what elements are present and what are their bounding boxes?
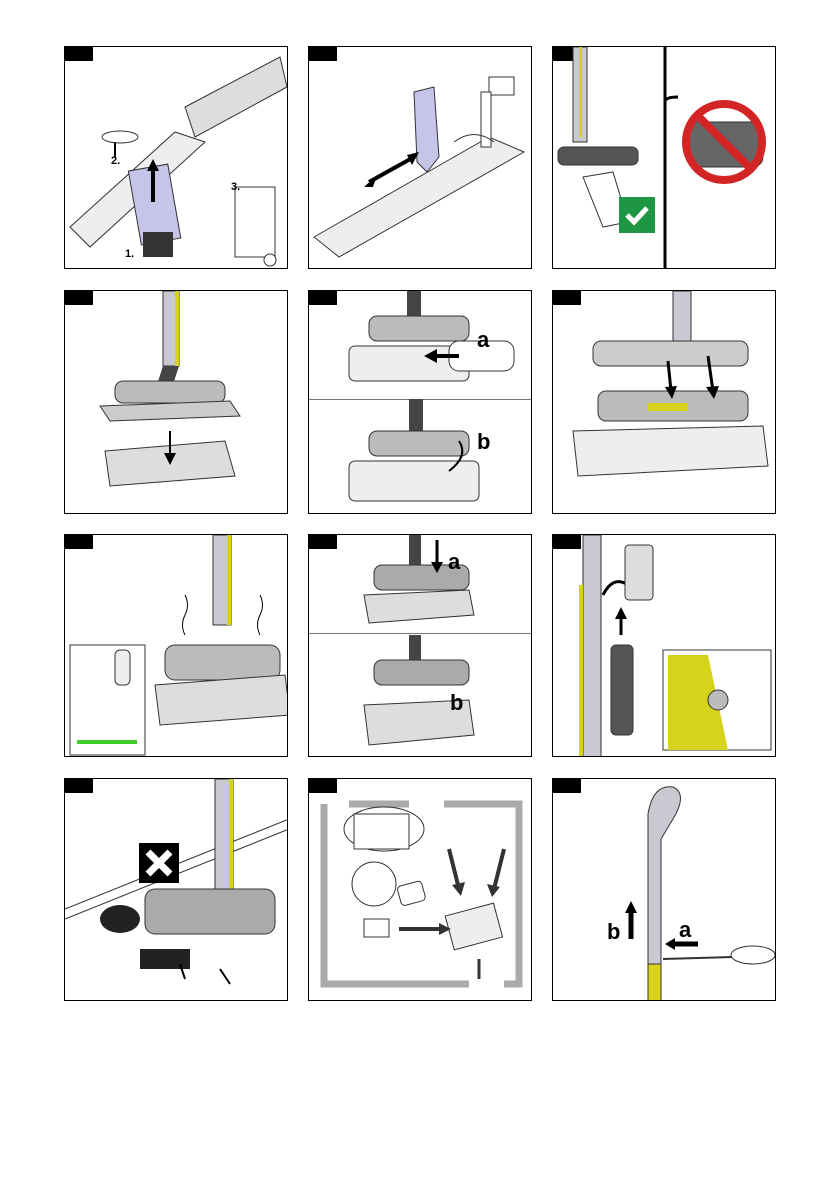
panel-6-replace-rollers: [552, 290, 776, 514]
part-a-label: a: [448, 549, 460, 575]
part-a-label: a: [477, 327, 489, 353]
illustration-drying-station: [65, 535, 288, 757]
panel-2-rinse-roller-cover: [308, 46, 532, 269]
forbidden-icon: [679, 97, 769, 187]
panel-11-room-cleaning-path: [308, 778, 532, 1001]
panel-4-place-on-station: [64, 290, 288, 514]
illustration-roller-cover-clean: [65, 47, 288, 269]
part-b-label: b: [477, 429, 490, 455]
cross-icon: [139, 843, 179, 883]
panel-10-avoid-objects: [64, 778, 288, 1001]
illustration-remove-tank: [553, 535, 776, 757]
panel-5-insert-drum: a b: [308, 290, 532, 514]
check-icon: [619, 197, 655, 233]
step-1-label: 1.: [125, 248, 134, 260]
step-2-label: 2.: [111, 155, 120, 167]
illustration-do-not-vacuum-objects: [65, 779, 288, 1001]
illustration-room-plan: [309, 779, 532, 1001]
part-a-label: a: [679, 917, 691, 943]
illustration-rinse-under-tap: [309, 47, 532, 269]
part-b-label: b: [607, 919, 620, 945]
panel-7-drying: [64, 534, 288, 757]
panel-1-clean-roller-cover: 1. 2. 3.: [64, 46, 288, 269]
illustration-device-onto-station: [65, 291, 288, 514]
illustration-drum-insertion: [309, 291, 532, 514]
panel-8-remove-from-station: a b: [308, 534, 532, 757]
panel-12-remove-handle: a b: [552, 778, 776, 1001]
illustration-handle-release: [553, 779, 776, 1001]
part-b-label: b: [450, 690, 463, 716]
step-3-label: 3.: [231, 181, 240, 193]
illustration-rollers-down: [553, 291, 776, 514]
illustration-lift-from-station: [309, 535, 532, 757]
panel-3-storage-position: [552, 46, 776, 269]
panel-9-dirty-water-tank: [552, 534, 776, 757]
